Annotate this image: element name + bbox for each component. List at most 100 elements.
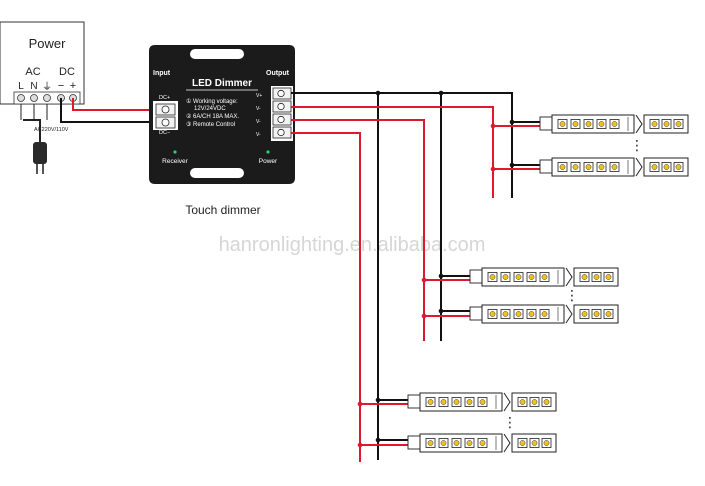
junction-dots — [375, 90, 515, 443]
led-chip-icon — [500, 272, 511, 282]
led-strip-4 — [469, 304, 619, 324]
led-chip-icon — [570, 119, 581, 129]
led-chip-icon — [438, 397, 449, 407]
led-chip-icon — [579, 309, 590, 319]
strip-break-icon — [503, 392, 511, 412]
caption: Touch dimmer — [185, 203, 260, 217]
terminal-label-l: L — [18, 81, 24, 92]
led-chip-icon — [609, 119, 620, 129]
led-chip-icon — [541, 438, 552, 448]
controller-title: LED Dimmer — [192, 78, 252, 89]
power-led-icon — [266, 150, 270, 154]
strip-break-icon — [635, 114, 643, 134]
led-strip-1 — [539, 114, 689, 134]
led-chip-icon — [539, 309, 550, 319]
ac-input-note: AC220V/110V — [34, 127, 69, 133]
led-chip-icon — [487, 272, 498, 282]
led-chip-icon — [517, 438, 528, 448]
controller-output-label: Output — [266, 70, 290, 77]
led-chip-icon — [477, 438, 488, 448]
led-chip-icon — [529, 397, 540, 407]
power-supply-box — [0, 21, 85, 105]
led-strips — [407, 114, 689, 453]
input-dc-plus-label: DC+ — [159, 95, 170, 101]
led-strip-3 — [469, 267, 619, 287]
led-chip-icon — [673, 162, 684, 172]
ellipsis-group-3: ⋮ — [503, 414, 517, 430]
led-chip-icon — [539, 272, 550, 282]
led-chip-icon — [583, 162, 594, 172]
spec-line-1: ① Working voltage: — [186, 98, 238, 105]
strip-break-icon — [635, 157, 643, 177]
terminal-label-minus: − — [58, 80, 64, 92]
ellipsis-group-2: ⋮ — [565, 287, 579, 303]
ellipsis-group-1: ⋮ — [630, 137, 644, 153]
led-chip-icon — [609, 162, 620, 172]
output-pin-label-2: V- — [256, 106, 261, 112]
output-bus-wires — [291, 92, 548, 462]
led-chip-icon — [477, 397, 488, 407]
led-chip-icon — [513, 309, 524, 319]
led-chip-icon — [464, 438, 475, 448]
output-pin-label-3: V- — [256, 119, 261, 125]
led-chip-icon — [451, 438, 462, 448]
controller-body — [149, 45, 295, 184]
strip-break-icon — [565, 304, 573, 324]
led-chip-icon — [438, 438, 449, 448]
dc-label: DC — [59, 66, 75, 78]
strip-connector — [407, 435, 421, 450]
led-chip-icon — [526, 309, 537, 319]
psu-negative-wire — [60, 98, 154, 123]
receiver-led-icon — [173, 150, 177, 154]
terminal-label-plus: + — [70, 80, 76, 92]
led-dimmer-controller: Input Output LED Dimmer DC+ DC− V+ V- V-… — [149, 45, 295, 184]
mains-cable — [23, 119, 41, 142]
led-chip-icon — [517, 397, 528, 407]
led-chip-icon — [661, 162, 672, 172]
terminal-label-n: N — [30, 81, 37, 92]
strip-connector — [469, 269, 483, 284]
input-terminal-block — [153, 101, 178, 130]
psu-positive-wire — [72, 98, 154, 111]
strip-break-icon — [565, 267, 573, 287]
spec-line-4: ③ Remote Control — [186, 121, 235, 128]
led-chip-icon — [500, 309, 511, 319]
ground-icon: ⏚ — [42, 81, 52, 93]
mount-slot-top — [190, 49, 244, 59]
terminal-block — [13, 91, 81, 105]
led-chip-icon — [579, 272, 590, 282]
output-pin-label-1: V+ — [256, 93, 262, 99]
led-chip-icon — [591, 309, 602, 319]
mount-slot-bottom — [190, 168, 244, 178]
power-supply-title: Power — [29, 36, 67, 51]
input-dc-minus-label: DC− — [159, 130, 170, 136]
led-chip-icon — [487, 309, 498, 319]
power-label: Power — [259, 158, 278, 165]
output-pin-label-4: V- — [256, 132, 261, 138]
receiver-label: Receiver — [162, 158, 188, 165]
strip-connector — [469, 306, 483, 321]
led-chip-icon — [464, 397, 475, 407]
led-chip-icon — [596, 119, 607, 129]
led-chip-icon — [557, 119, 568, 129]
led-chip-icon — [451, 397, 462, 407]
spec-line-2: 12V/24VDC — [194, 106, 226, 112]
led-chip-icon — [541, 397, 552, 407]
junction-dots-red — [357, 123, 496, 448]
led-strip-6 — [407, 433, 557, 453]
led-chip-icon — [557, 162, 568, 172]
strip-break-icon — [503, 433, 511, 453]
mains-wires — [20, 104, 48, 120]
spec-line-3: ② 6A/CH 18A MAX. — [186, 113, 239, 120]
led-chip-icon — [649, 119, 660, 129]
led-strip-2 — [539, 157, 689, 177]
mains-plug-icon — [33, 142, 47, 174]
led-chip-icon — [661, 119, 672, 129]
controller-input-label: Input — [153, 70, 171, 77]
strip-connector — [407, 394, 421, 409]
led-strip-5 — [407, 392, 557, 412]
ac-label: AC — [25, 66, 40, 78]
led-chip-icon — [425, 438, 436, 448]
strip-connector — [539, 116, 553, 131]
